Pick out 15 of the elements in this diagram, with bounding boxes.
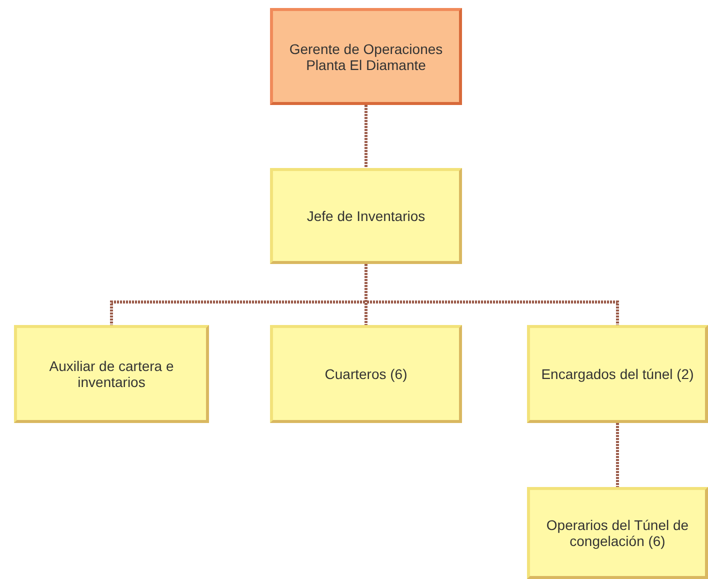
position-title: Cuarteros (6) [324,366,408,382]
position-title: Encargados del túnel (2) [541,366,694,382]
connector-line [616,423,619,487]
position-title: Operarios del Túnel de congelación (6) [545,517,690,549]
position-box [270,168,462,264]
position-title: Auxiliar de cartera e inventarios [48,358,175,390]
position-box [14,325,209,423]
position-title: Jefe de Inventarios [306,208,426,224]
position-box [527,487,708,579]
position-box [527,325,708,423]
position-title: Gerente de Operaciones Planta El Diamante [288,40,444,72]
connector-line [364,264,619,325]
connector-line [364,105,368,168]
position-box [270,8,462,105]
position-box [270,325,462,423]
